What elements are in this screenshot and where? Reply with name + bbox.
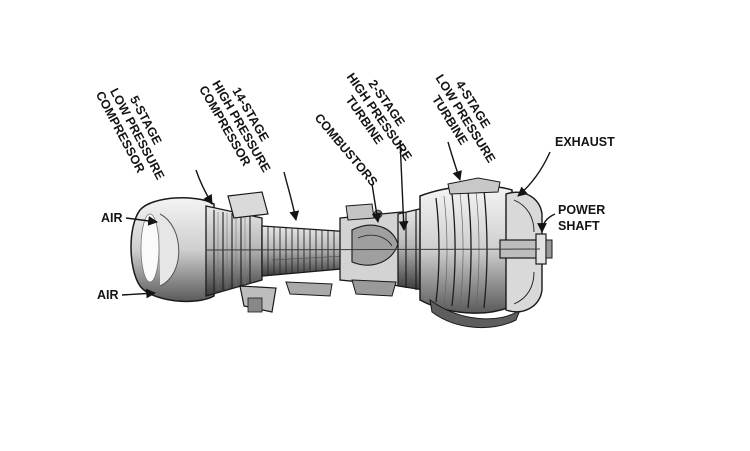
label-power-shaft-line-1: POWER <box>558 203 605 217</box>
arrow-air-top <box>125 216 158 226</box>
arrow-hp-compressor <box>283 171 300 221</box>
label-high-pressure-compressor: 14-STAGE HIGH PRESSURE COMPRESSOR <box>196 78 273 175</box>
label-exhaust: EXHAUST <box>555 135 615 149</box>
label-low-pressure-turbine: 4-STAGE LOW PRESSURE TURBINE <box>429 72 498 165</box>
label-low-pressure-compressor: 5-STAGE LOW PRESSURE COMPRESSOR <box>93 86 167 182</box>
label-air-bottom: AIR <box>97 288 119 302</box>
arrow-hp-turbine <box>398 139 409 231</box>
arrow-exhaust <box>517 151 551 197</box>
arrow-combustors <box>371 183 382 223</box>
engine-centerline <box>205 248 541 251</box>
label-air-top: AIR <box>101 211 123 225</box>
high-pressure-compressor-section <box>261 225 353 297</box>
arrow-power-shaft <box>537 213 556 233</box>
arrow-air-bottom <box>121 288 156 299</box>
arrow-lp-turbine <box>447 141 462 181</box>
label-power-shaft-line-2: SHAFT <box>558 219 600 233</box>
gas-turbine-engine-illustration <box>130 177 553 329</box>
inlet-bellmouth <box>130 197 215 303</box>
arrow-lp-compressor <box>195 169 213 205</box>
